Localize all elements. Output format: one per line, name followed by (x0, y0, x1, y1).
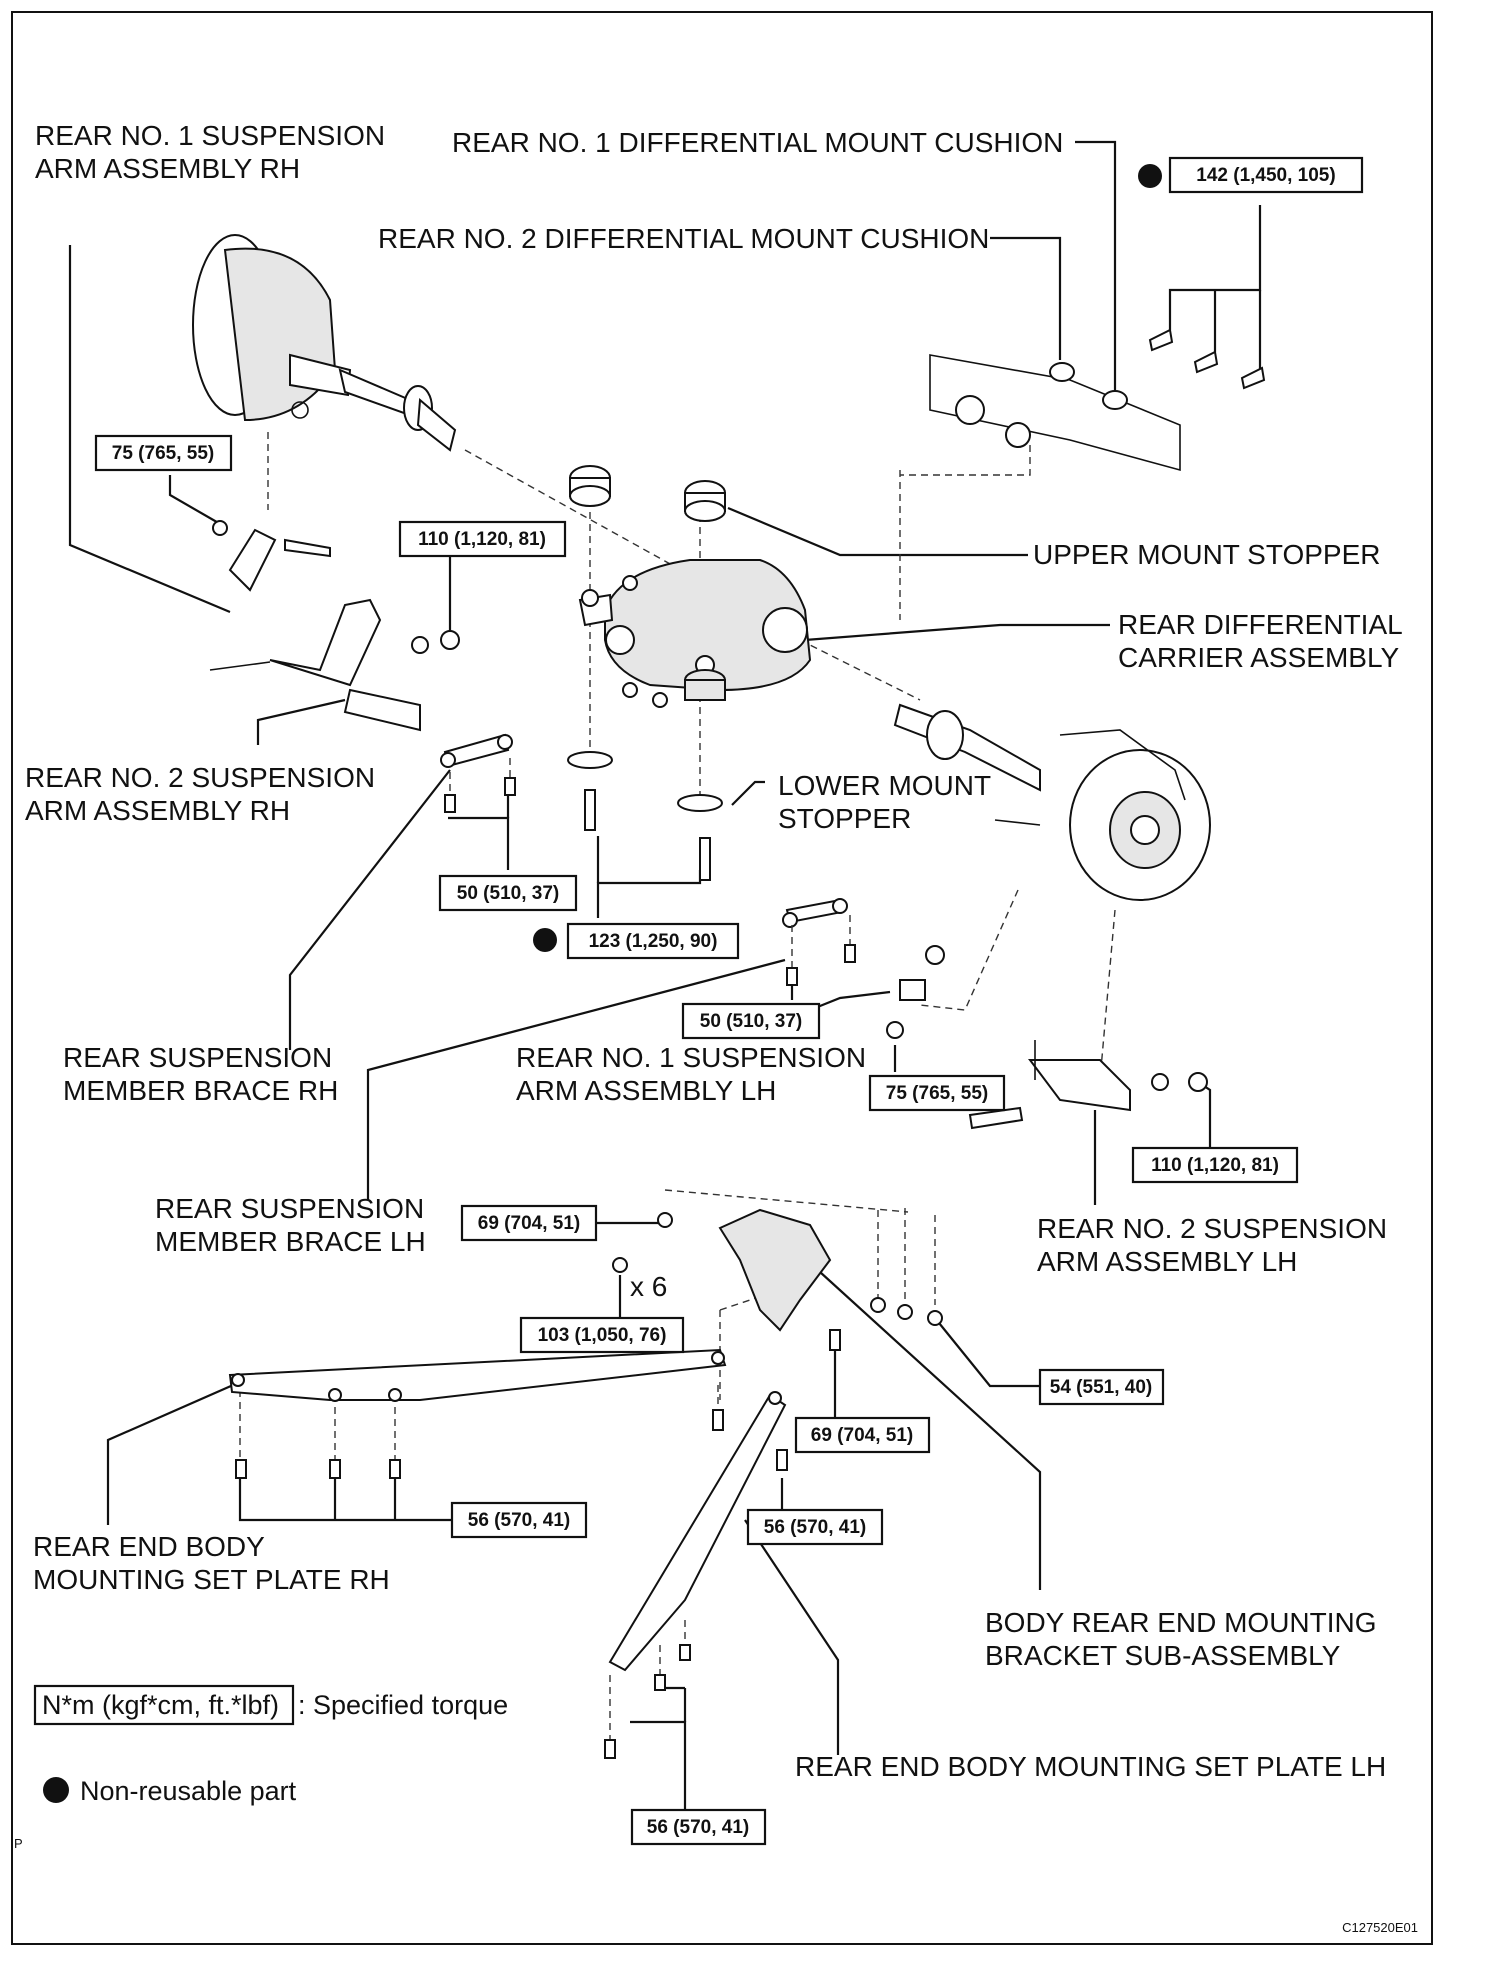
torque-box-142: 142 (1,450, 105) (1168, 156, 1364, 194)
label-brace-rh-l1: REAR SUSPENSION (63, 1042, 332, 1073)
rh-no2-arm (209, 598, 460, 732)
svg-text:50 (510, 37): 50 (510, 37) (457, 883, 559, 904)
legend-nonreusable-dot (43, 1777, 69, 1803)
label-no1-arm-rh-l1: REAR NO. 1 SUSPENSION (35, 120, 385, 151)
label-diff-carrier-l1: REAR DIFFERENTIAL (1118, 609, 1403, 640)
label-no2-arm-rh-l2: ARM ASSEMBLY RH (25, 795, 290, 826)
torque-box-75-lh: 75 (765, 55) (868, 1074, 1006, 1112)
svg-text:56 (570, 41): 56 (570, 41) (468, 1510, 570, 1531)
lh-member-brace (782, 898, 856, 986)
lower-mount-stoppers (567, 751, 723, 881)
diff-mount-cushions (929, 328, 1266, 472)
label-no2-arm-lh-l1: REAR NO. 2 SUSPENSION (1037, 1213, 1387, 1244)
svg-text:110 (1,120, 81): 110 (1,120, 81) (418, 529, 546, 550)
label-no1-diff-mount-cushion: REAR NO. 1 DIFFERENTIAL MOUNT CUSHION (452, 127, 1063, 158)
svg-text:56 (570, 41): 56 (570, 41) (647, 1817, 749, 1838)
label-diff-carrier-l2: CARRIER ASSEMBLY (1118, 642, 1399, 673)
legend-nonreusable-text: Non-reusable part (80, 1776, 297, 1806)
svg-text:142 (1,450, 105): 142 (1,450, 105) (1196, 165, 1335, 186)
svg-text:75 (765, 55): 75 (765, 55) (886, 1083, 988, 1104)
torque-callouts: 142 (1,450, 105) 75 (765, 55) 110 (1,120… (94, 156, 1364, 1846)
svg-text:50 (510, 37): 50 (510, 37) (700, 1011, 802, 1032)
svg-text:54 (551, 40): 54 (551, 40) (1050, 1377, 1152, 1398)
label-bracket-l2: BRACKET SUB-ASSEMBLY (985, 1640, 1341, 1671)
rh-member-brace (440, 733, 516, 813)
label-brace-rh-l2: MEMBER BRACE RH (63, 1075, 338, 1106)
nonreusable-dot-123 (533, 928, 557, 952)
lh-rear-hub (994, 729, 1211, 901)
torque-box-123: 123 (1,250, 90) (566, 922, 740, 960)
label-no1-arm-rh-l2: ARM ASSEMBLY RH (35, 153, 300, 184)
torque-box-50-lh: 50 (510, 37) (681, 1002, 821, 1040)
label-upper-mount-stopper: UPPER MOUNT STOPPER (1033, 539, 1380, 570)
label-no1-arm-lh-l1: REAR NO. 1 SUSPENSION (516, 1042, 866, 1073)
label-no2-diff-mount-cushion: REAR NO. 2 DIFFERENTIAL MOUNT CUSHION (378, 223, 989, 254)
upper-mount-stoppers (569, 465, 726, 522)
svg-text:56 (570, 41): 56 (570, 41) (764, 1517, 866, 1538)
torque-box-56-mid: 56 (570, 41) (746, 1508, 884, 1546)
torque-box-50-rh: 50 (510, 37) (438, 874, 578, 912)
label-lower-mount-stopper-l2: STOPPER (778, 803, 911, 834)
rh-no1-arm-link (212, 520, 331, 592)
svg-text:75 (765, 55): 75 (765, 55) (112, 443, 214, 464)
corner-mark: P (14, 1836, 23, 1851)
label-no1-arm-lh-l2: ARM ASSEMBLY LH (516, 1075, 776, 1106)
torque-box-56-lh: 56 (570, 41) (630, 1808, 767, 1846)
legend: N*m (kgf*cm, ft.*lbf) : Specified torque… (33, 1684, 508, 1806)
torque-box-69-top: 69 (704, 51) (460, 1204, 598, 1242)
differential-carrier (578, 559, 812, 708)
torque-box-54: 54 (551, 40) (1038, 1368, 1165, 1406)
lh-no1-arm-link (886, 945, 945, 1039)
lh-drive-shaft (893, 703, 1041, 792)
figure-code: C127520E01 (1342, 1920, 1418, 1935)
torque-box-110-lh: 110 (1,120, 81) (1131, 1146, 1299, 1184)
torque-box-56-rh: 56 (570, 41) (450, 1501, 588, 1539)
label-bracket-l1: BODY REAR END MOUNTING (985, 1607, 1377, 1638)
label-plate-lh: REAR END BODY MOUNTING SET PLATE LH (795, 1751, 1386, 1782)
label-brace-lh-l2: MEMBER BRACE LH (155, 1226, 426, 1257)
label-brace-lh-l1: REAR SUSPENSION (155, 1193, 424, 1224)
label-no2-arm-lh-l2: ARM ASSEMBLY LH (1037, 1246, 1297, 1277)
legend-torque-text: : Specified torque (298, 1690, 508, 1720)
rh-rear-hub (192, 234, 352, 422)
label-plate-rh-l2: MOUNTING SET PLATE RH (33, 1564, 390, 1595)
label-x6: x 6 (630, 1271, 667, 1302)
body-rear-end-bracket (612, 1208, 943, 1351)
torque-box-69-bottom: 69 (704, 51) (794, 1416, 931, 1454)
legend-torque-box (33, 1684, 295, 1726)
assembly-dash-lines (239, 432, 1116, 1755)
legend-torque-units: N*m (kgf*cm, ft.*lbf) (42, 1690, 279, 1720)
label-plate-rh-l1: REAR END BODY (33, 1531, 265, 1562)
rear-end-plate-rh (228, 1348, 727, 1479)
rear-end-plate-lh (604, 1391, 788, 1759)
label-no2-arm-rh-l1: REAR NO. 2 SUSPENSION (25, 762, 375, 793)
lh-no2-arm (968, 1040, 1208, 1130)
svg-text:103 (1,050, 76): 103 (1,050, 76) (538, 1325, 667, 1346)
label-lower-mount-stopper-l1: LOWER MOUNT (778, 770, 991, 801)
svg-text:110 (1,120, 81): 110 (1,120, 81) (1151, 1155, 1279, 1176)
torque-box-110-rh: 110 (1,120, 81) (398, 520, 567, 558)
nonreusable-dot-142 (1138, 164, 1162, 188)
diagram-frame (11, 11, 1433, 1945)
rh-drive-shaft (338, 368, 457, 452)
leader-lines (68, 140, 1262, 1810)
svg-text:69 (704, 51): 69 (704, 51) (811, 1425, 913, 1446)
svg-text:69 (704, 51): 69 (704, 51) (478, 1213, 580, 1234)
svg-text:123 (1,250, 90): 123 (1,250, 90) (589, 931, 718, 952)
torque-box-103: 103 (1,050, 76) (519, 1316, 685, 1354)
torque-box-75-rh: 75 (765, 55) (94, 434, 233, 472)
part-labels: REAR NO. 1 SUSPENSION ARM ASSEMBLY RH RE… (25, 120, 1403, 1782)
